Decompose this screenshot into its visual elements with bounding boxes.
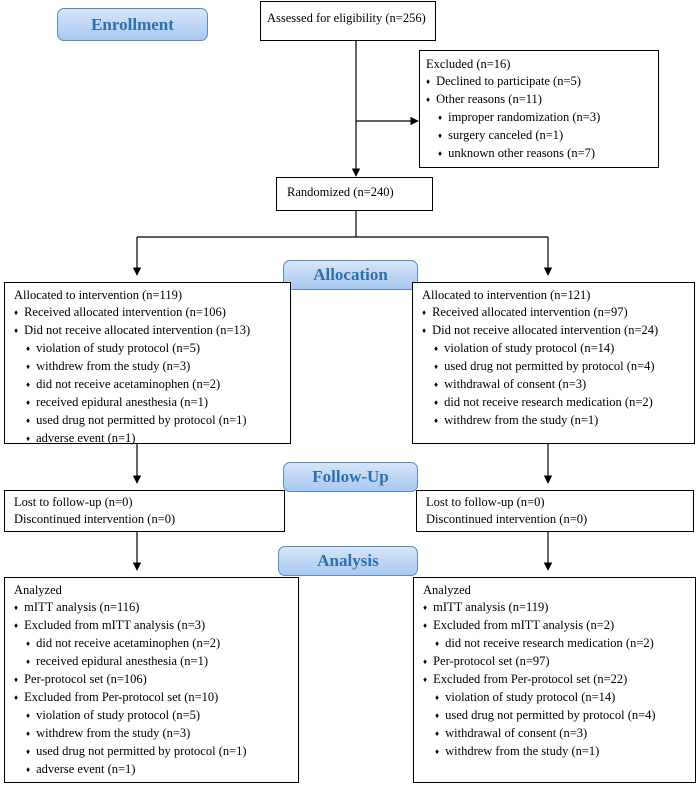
allocation-right-item: Received allocated intervention (n=97): [422, 304, 688, 322]
analysis-right-item: Excluded from Per-protocol set (n=22): [423, 671, 689, 689]
allocation-left-item: Did not receive allocated intervention (…: [14, 322, 284, 340]
excluded-subitem: improper randomization (n=3): [426, 109, 652, 127]
analysis-left-subitem: violation of study protocol (n=5): [14, 707, 292, 725]
analysis-right-subitem: withdrawal of consent (n=3): [423, 725, 689, 743]
excluded-box: Excluded (n=16) Declined to participate …: [419, 50, 659, 168]
assessed-box: Assessed for eligibility (n=256): [260, 1, 436, 41]
analysis-right-box: Analyzed mITT analysis (n=119) Excluded …: [413, 577, 696, 783]
analysis-left-subitem: adverse event (n=1): [14, 761, 292, 779]
excluded-item: Declined to participate (n=5): [426, 73, 652, 91]
allocation-left-subitem: adverse event (n=1): [14, 430, 284, 448]
randomized-text: Randomized (n=240): [287, 185, 394, 199]
excluded-subitem: unknown other reasons (n=7): [426, 145, 652, 163]
stage-enrollment: Enrollment: [57, 8, 208, 41]
followup-left-discontinued: Discontinued intervention (n=0): [14, 512, 176, 526]
followup-right-discontinued: Discontinued intervention (n=0): [426, 512, 588, 526]
allocation-right-box: Allocated to intervention (n=121) Receiv…: [412, 282, 695, 444]
allocation-left-title: Allocated to intervention (n=119): [14, 288, 182, 302]
analysis-left-subitem: received epidural anesthesia (n=1): [14, 653, 292, 671]
analysis-right-item: Per-protocol set (n=97): [423, 653, 689, 671]
analysis-left-title: Analyzed: [14, 583, 62, 597]
assessed-text: Assessed for eligibility (n=256): [267, 11, 426, 25]
followup-left-box: Lost to follow-up (n=0) Discontinued int…: [4, 490, 285, 532]
allocation-left-subitem: did not receive acetaminophen (n=2): [14, 376, 284, 394]
analysis-left-box: Analyzed mITT analysis (n=116) Excluded …: [4, 577, 299, 783]
analysis-left-subitem: withdrew from the study (n=3): [14, 725, 292, 743]
stage-followup: Follow-Up: [283, 462, 418, 492]
analysis-right-subitem: violation of study protocol (n=14): [423, 689, 689, 707]
followup-right-box: Lost to follow-up (n=0) Discontinued int…: [416, 490, 694, 532]
analysis-left-item: mITT analysis (n=116): [14, 599, 292, 617]
allocation-left-subitem: used drug not permitted by protocol (n=1…: [14, 412, 284, 430]
excluded-subitem: surgery canceled (n=1): [426, 127, 652, 145]
analysis-left-item: Excluded from mITT analysis (n=3): [14, 617, 292, 635]
allocation-left-subitem: violation of study protocol (n=5): [14, 340, 284, 358]
allocation-left-subitem: withdrew from the study (n=3): [14, 358, 284, 376]
randomized-box: Randomized (n=240): [276, 177, 433, 211]
allocation-left-subitem: received epidural anesthesia (n=1): [14, 394, 284, 412]
allocation-right-item: Did not receive allocated intervention (…: [422, 322, 688, 340]
analysis-right-subitem: did not receive research medication (n=2…: [423, 635, 689, 653]
analysis-right-subitem: withdrew from the study (n=1): [423, 743, 689, 761]
allocation-left-box: Allocated to intervention (n=119) Receiv…: [4, 282, 291, 445]
allocation-left-item: Received allocated intervention (n=106): [14, 304, 284, 322]
analysis-right-subitem: used drug not permitted by protocol (n=4…: [423, 707, 689, 725]
analysis-right-item: mITT analysis (n=119): [423, 599, 689, 617]
allocation-right-subitem: withdrawal of consent (n=3): [422, 376, 688, 394]
analysis-left-subitem: did not receive acetaminophen (n=2): [14, 635, 292, 653]
analysis-left-subitem: used drug not permitted by protocol (n=1…: [14, 743, 292, 761]
allocation-right-title: Allocated to intervention (n=121): [422, 288, 591, 302]
excluded-title: Excluded (n=16): [426, 57, 511, 71]
followup-right-lost: Lost to follow-up (n=0): [426, 495, 545, 509]
stage-analysis: Analysis: [278, 546, 418, 576]
allocation-right-subitem: did not receive research medication (n=2…: [422, 394, 688, 412]
allocation-right-subitem: withdrew from the study (n=1): [422, 412, 688, 430]
analysis-left-item: Per-protocol set (n=106): [14, 671, 292, 689]
excluded-item: Other reasons (n=11): [426, 91, 652, 109]
followup-left-lost: Lost to follow-up (n=0): [14, 495, 133, 509]
stage-allocation: Allocation: [283, 260, 418, 290]
analysis-right-title: Analyzed: [423, 583, 471, 597]
analysis-right-item: Excluded from mITT analysis (n=2): [423, 617, 689, 635]
analysis-left-item: Excluded from Per-protocol set (n=10): [14, 689, 292, 707]
allocation-right-subitem: used drug not permitted by protocol (n=4…: [422, 358, 688, 376]
allocation-right-subitem: violation of study protocol (n=14): [422, 340, 688, 358]
